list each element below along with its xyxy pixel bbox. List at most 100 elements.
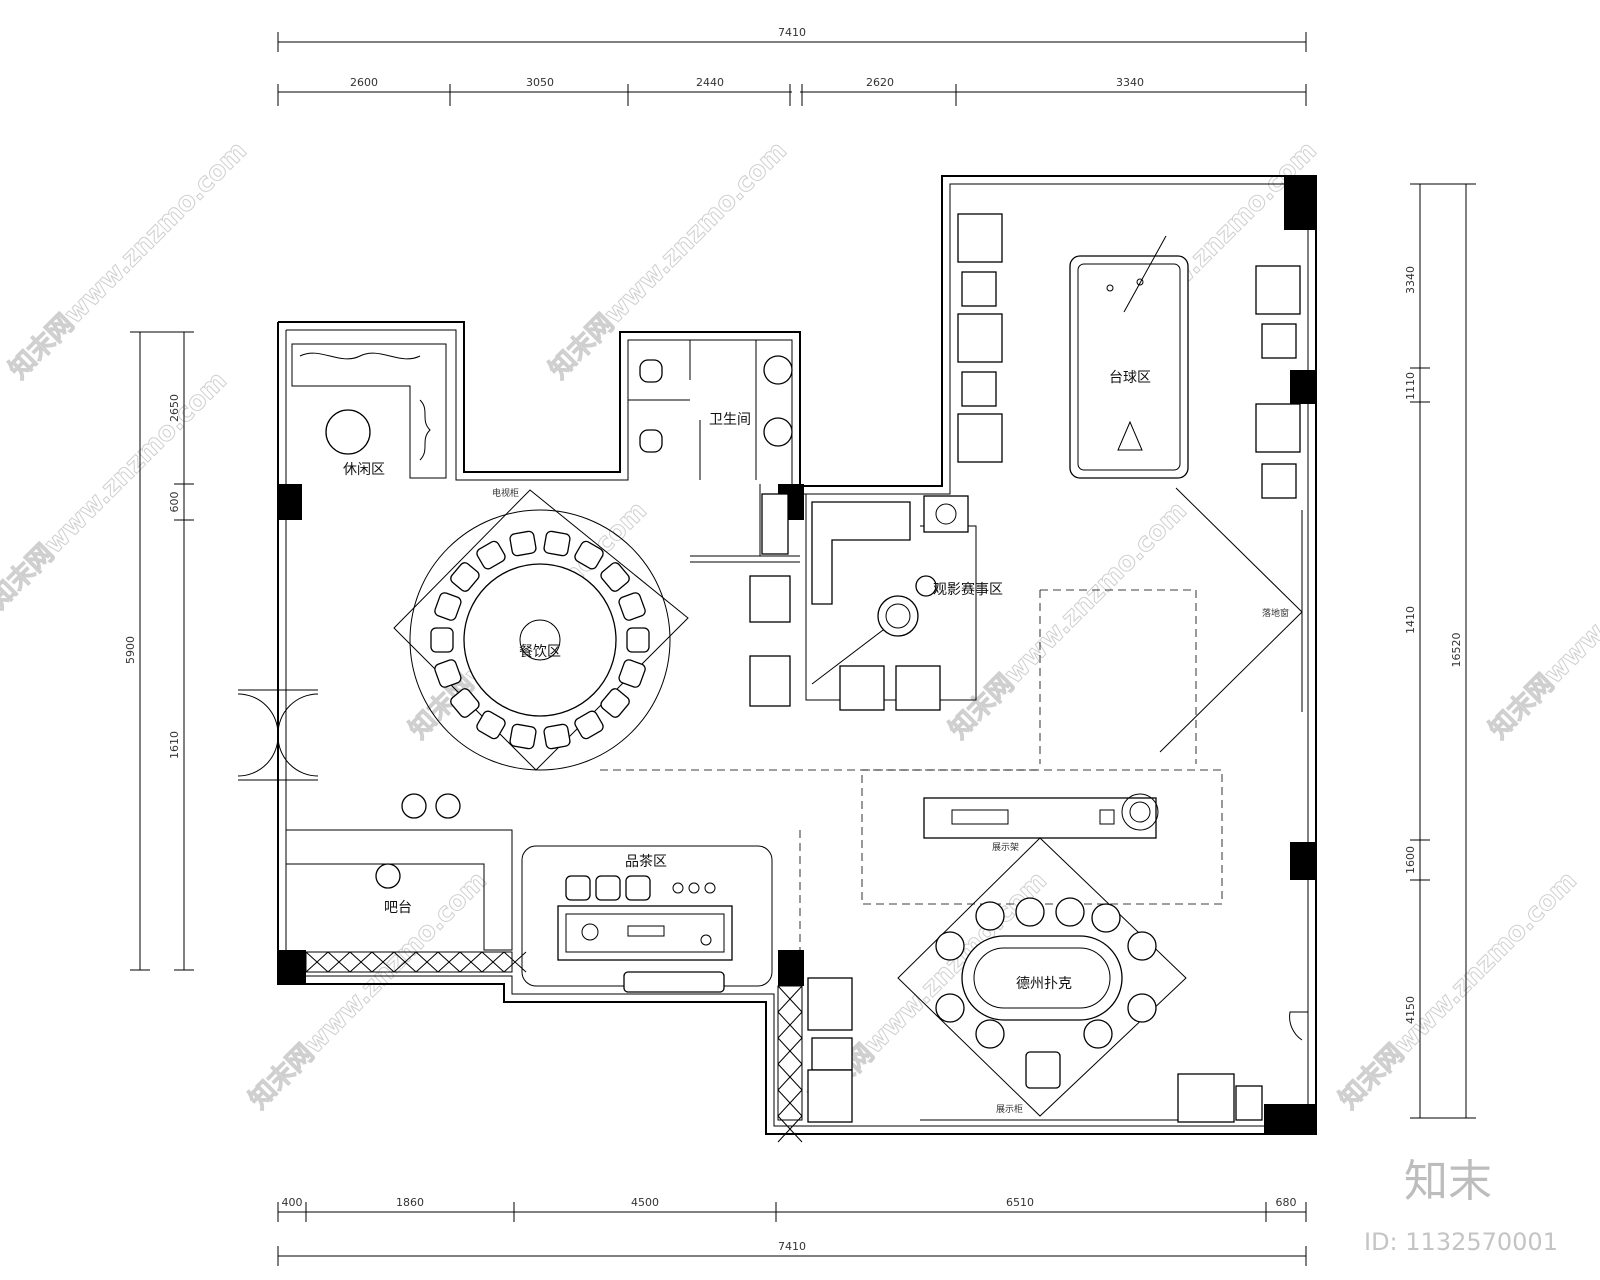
armchair (1255, 403, 1301, 453)
column (1284, 176, 1316, 230)
dining-chair (450, 562, 480, 592)
dining-chair (509, 530, 537, 557)
dim-top-total: 7410 (778, 26, 806, 39)
dim-right-seg: 1110 (1404, 372, 1417, 400)
washbasin-icon (763, 355, 793, 385)
poker-chair (975, 901, 1005, 931)
dining-chair (509, 723, 537, 750)
person-icon (375, 863, 401, 889)
dim-left-seg: 5900 (124, 636, 137, 664)
display-shelves (777, 830, 853, 1143)
toilet-area: 卫生间 (639, 355, 793, 453)
dining-chairs (430, 530, 650, 750)
watermark-text: 知末网www.znzmo.com (0, 366, 233, 615)
watermark-text: 知末网www.znzmo.com (544, 136, 793, 385)
dim-top-seg: 2600 (350, 76, 378, 89)
dim-bottom-seg: 680 (1276, 1196, 1297, 1209)
columns (278, 176, 1316, 1134)
column (1264, 1104, 1316, 1134)
dining-area: 餐饮区 电视柜 (393, 487, 1040, 771)
leisure-area: 休闲区 (291, 343, 447, 479)
dining-chair (618, 659, 646, 688)
dim-top-seg: 3050 (526, 76, 554, 89)
bar-area: 吧台 (286, 793, 527, 973)
watermark-text: 知末网www.znzmo.com (1484, 496, 1600, 745)
label-dining-cabinet: 电视柜 (492, 487, 519, 499)
label-poker-bottom: 展示柜 (996, 1103, 1023, 1115)
poker-chair (1083, 1019, 1113, 1049)
bar-shelf-pattern (305, 951, 527, 973)
dim-left-seg: 1610 (168, 731, 181, 759)
zone-label-poker: 德州扑克 (1016, 976, 1072, 992)
entrance-doors (237, 689, 319, 781)
dim-top-seg: 3340 (1116, 76, 1144, 89)
billiard-table (1069, 255, 1189, 479)
coffee-table (325, 409, 371, 455)
dining-chair (543, 530, 571, 557)
bar-shelf (305, 951, 513, 973)
armchair (895, 665, 941, 711)
squat-toilet-icon (639, 359, 663, 383)
column (1290, 370, 1316, 404)
dining-chair (600, 562, 630, 592)
side-table (1261, 323, 1297, 359)
dining-chair (600, 688, 630, 718)
projector-icon (923, 495, 969, 533)
dining-chair (626, 627, 650, 653)
viewing-area: 观影赛事区 (749, 493, 1003, 711)
dining-chair (543, 723, 571, 750)
dim-right-seg: 3340 (1404, 266, 1417, 294)
column (1290, 842, 1316, 880)
dining-chair (476, 710, 506, 740)
poker-chair (1015, 897, 1045, 927)
label-poker-top: 展示架 (992, 842, 1019, 853)
side-table (811, 1037, 853, 1071)
zone-label-billiards: 台球区 (1109, 370, 1151, 386)
dining-chair (434, 592, 462, 621)
dining-chair (450, 688, 480, 718)
dim-left-seg: 600 (168, 492, 181, 513)
dining-chair (434, 659, 462, 688)
column (278, 484, 302, 520)
zone-label-toilet: 卫生间 (709, 412, 751, 428)
brand-logo-text: 知末 (1404, 1156, 1492, 1207)
bar-stool (435, 793, 461, 819)
zone-label-dining: 餐饮区 (519, 644, 561, 660)
bar-stool (401, 793, 427, 819)
tea-area: 品茶区 (521, 845, 773, 993)
tea-bench (623, 971, 725, 993)
dim-right-total: 16520 (1450, 633, 1463, 668)
poker-chair (935, 931, 965, 961)
armchair (749, 575, 791, 623)
dining-chair (476, 540, 506, 570)
side-table (961, 271, 997, 307)
watermark-text: 知末网www.znzmo.com (1334, 866, 1583, 1115)
dimension-right: 3340 1110 1410 1600 4150 16520 (1404, 183, 1476, 1119)
dealer-chair (1025, 1051, 1061, 1089)
side-table (1261, 463, 1297, 499)
dim-top-seg: 2440 (696, 76, 724, 89)
watermark-text: 知末网www.znzmo.com (244, 866, 493, 1115)
brand-watermark: 知末 ID: 1132570001 (1364, 1156, 1558, 1256)
dimension-bottom: 400 1860 4500 6510 680 7410 (277, 1196, 1307, 1266)
dining-chair (574, 710, 604, 740)
dim-bottom-total: 7410 (778, 1240, 806, 1253)
dim-bottom-seg: 400 (282, 1196, 303, 1209)
dim-bottom-seg: 4500 (631, 1196, 659, 1209)
wall-cabinet (761, 493, 789, 555)
poker-chair (1127, 931, 1157, 961)
poker-chair (1055, 897, 1085, 927)
column (778, 950, 804, 986)
dining-chair (430, 627, 454, 653)
dim-right-seg: 4150 (1404, 996, 1417, 1024)
dining-table (463, 563, 617, 717)
sofa (811, 501, 911, 605)
column (278, 950, 306, 984)
side-table (961, 371, 997, 407)
dining-chair (574, 540, 604, 570)
armchair (807, 977, 853, 1031)
tea-table (557, 905, 733, 961)
armchair (749, 655, 791, 707)
armchair (1255, 265, 1301, 315)
poker-rug-diamond (897, 837, 1187, 1117)
